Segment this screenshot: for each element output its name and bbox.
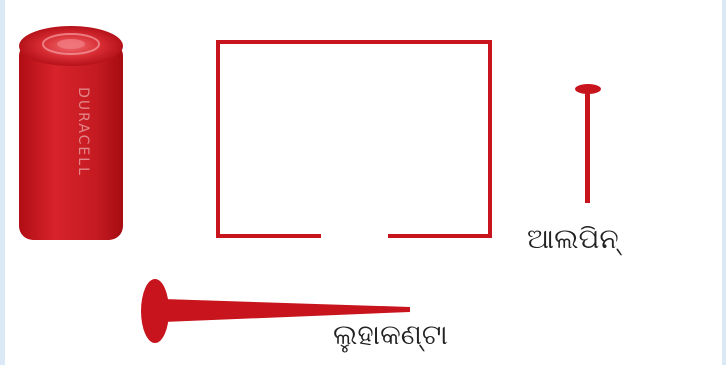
battery-body xyxy=(19,42,123,240)
open-wire-loop xyxy=(218,42,490,236)
alpin-label: ଆଲପିନ୍ xyxy=(527,222,619,256)
battery: DURACELL xyxy=(19,26,123,240)
alpin-pin xyxy=(575,84,601,203)
objects-drawing: DURACELL xyxy=(5,0,726,365)
pin-shaft xyxy=(585,91,590,203)
nail-label: ଲୁହାକଣ୍ଟା xyxy=(333,318,448,352)
battery-brand-text: DURACELL xyxy=(75,87,91,177)
